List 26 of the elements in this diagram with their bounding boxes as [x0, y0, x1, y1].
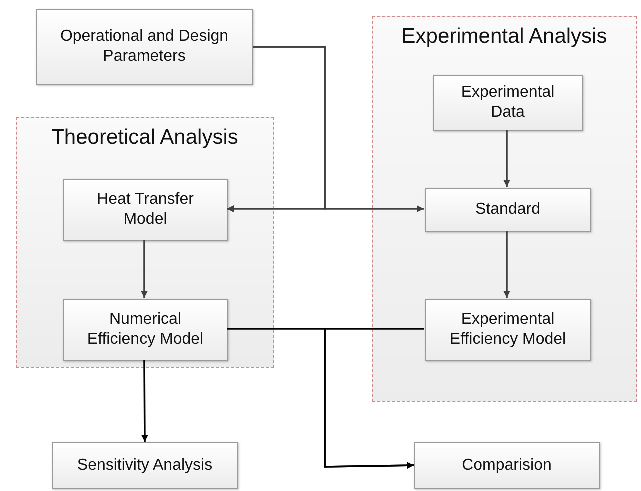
box-label: Numerical Efficiency Model	[86, 310, 205, 350]
box-label: Experimental Data	[460, 83, 556, 123]
process-box	[414, 442, 600, 489]
group-panel	[16, 117, 274, 368]
arrow	[141, 240, 148, 298]
arrow	[504, 231, 510, 298]
box-label: Standard	[476, 200, 540, 220]
process-box	[63, 299, 228, 361]
process-box	[52, 442, 238, 489]
group-panel	[372, 16, 637, 402]
process-box	[36, 9, 253, 85]
box-label: Comparision	[462, 456, 552, 476]
group-title: Theoretical Analysis	[50, 126, 240, 150]
arrow	[141, 360, 148, 442]
process-box	[425, 299, 591, 361]
arrow	[253, 46, 424, 212]
box-label: Heat Transfer Model	[96, 190, 195, 230]
group-title: Experimental Analysis	[400, 25, 608, 49]
box-label: Sensitivity Analysis	[77, 456, 213, 476]
process-box	[63, 179, 228, 241]
process-box	[425, 188, 591, 232]
arrow	[324, 328, 424, 470]
arrow	[504, 130, 510, 187]
box-label: Operational and Design Parameters	[59, 27, 230, 67]
process-box	[433, 75, 583, 131]
box-label: Experimental Efficiency Model	[448, 310, 568, 350]
